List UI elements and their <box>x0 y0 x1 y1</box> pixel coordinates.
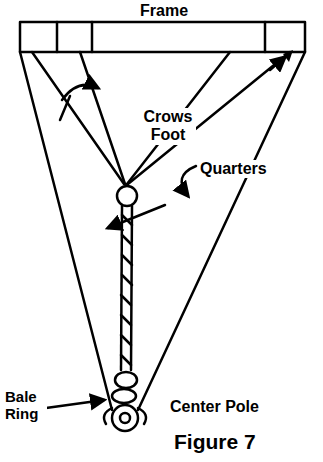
arrow-tip <box>283 50 293 62</box>
callout-arrow <box>108 205 165 228</box>
part-label: Bale Ring <box>3 388 47 423</box>
center-pole <box>121 206 122 370</box>
crows-foot-line <box>128 52 290 184</box>
callout-arrow <box>60 96 70 120</box>
pole-end <box>112 389 136 403</box>
frame-label: Frame <box>138 2 190 20</box>
figure-caption: Figure 7 <box>172 430 258 454</box>
callout-arrow <box>62 85 98 100</box>
part-label: Center Pole <box>168 398 261 416</box>
bale-ring <box>112 405 138 431</box>
frame-divider <box>91 22 94 52</box>
frame-rect <box>20 22 305 52</box>
part-label: Quarters <box>198 160 269 178</box>
crows-foot-line <box>80 52 125 184</box>
ring <box>117 186 137 206</box>
part-label: Crows Foot <box>140 108 196 145</box>
callout-arrow <box>270 57 285 70</box>
crows-foot-line <box>32 52 124 184</box>
quarter-line <box>138 52 305 410</box>
pole-end <box>115 372 137 388</box>
frame-divider <box>264 22 267 52</box>
frame-divider <box>56 22 59 52</box>
callout-arrow <box>46 400 104 408</box>
bale-ring-loop <box>104 408 146 424</box>
pole-twist <box>121 215 132 365</box>
bale-ring-inner <box>120 413 130 423</box>
callout-arrow <box>182 166 196 196</box>
